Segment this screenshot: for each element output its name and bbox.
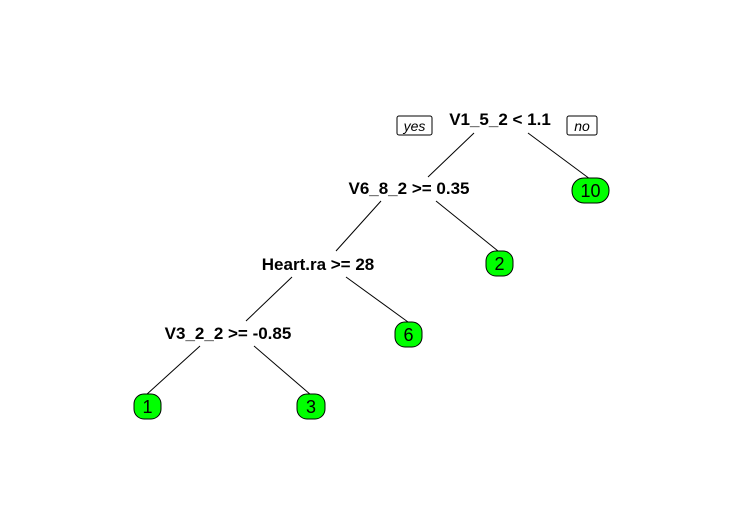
leaf-node-10: 10 bbox=[571, 177, 610, 204]
edge-split3-to-split4 bbox=[245, 276, 293, 322]
leaf-node-6-box bbox=[394, 321, 423, 348]
leaf-node-1: 1 bbox=[133, 393, 162, 420]
leaf-node-10-box bbox=[571, 177, 610, 204]
leaf-node-2-box bbox=[485, 250, 514, 277]
split-node-3: Heart.ra >= 28 bbox=[262, 255, 374, 274]
leaf-node-2-label: 2 bbox=[494, 254, 504, 274]
edge-split4-to-leaf3 bbox=[253, 345, 312, 396]
leaf-node-3: 3 bbox=[296, 393, 326, 420]
edge-split2-to-leaf2 bbox=[435, 200, 499, 252]
leaf-node-3-label: 3 bbox=[306, 397, 316, 417]
leaf-node-6: 6 bbox=[394, 321, 423, 348]
leaf-node-2: 2 bbox=[485, 250, 514, 277]
edge-root-to-leaf10 bbox=[527, 132, 591, 180]
branch-label-no: no bbox=[566, 115, 598, 136]
edge-split3-to-leaf6 bbox=[345, 276, 409, 323]
leaf-node-3-box bbox=[296, 393, 326, 420]
edge-split2-to-split3 bbox=[335, 200, 382, 252]
edge-root-to-split2 bbox=[427, 132, 475, 178]
split-node-root: V1_5_2 < 1.1 bbox=[449, 110, 551, 129]
leaf-node-10-label: 10 bbox=[580, 181, 600, 201]
split-node-4: V3_2_2 >= -0.85 bbox=[165, 324, 292, 343]
branch-label-yes: yes bbox=[396, 115, 433, 136]
split-node-2: V6_8_2 >= 0.35 bbox=[348, 179, 469, 198]
branch-label-yes-text: yes bbox=[403, 118, 426, 134]
leaf-node-1-label: 1 bbox=[142, 397, 152, 417]
branch-label-no-text: no bbox=[574, 118, 590, 134]
leaf-node-1-box bbox=[133, 393, 162, 420]
leaf-node-6-label: 6 bbox=[403, 325, 413, 345]
edge-split4-to-leaf1 bbox=[145, 345, 201, 396]
